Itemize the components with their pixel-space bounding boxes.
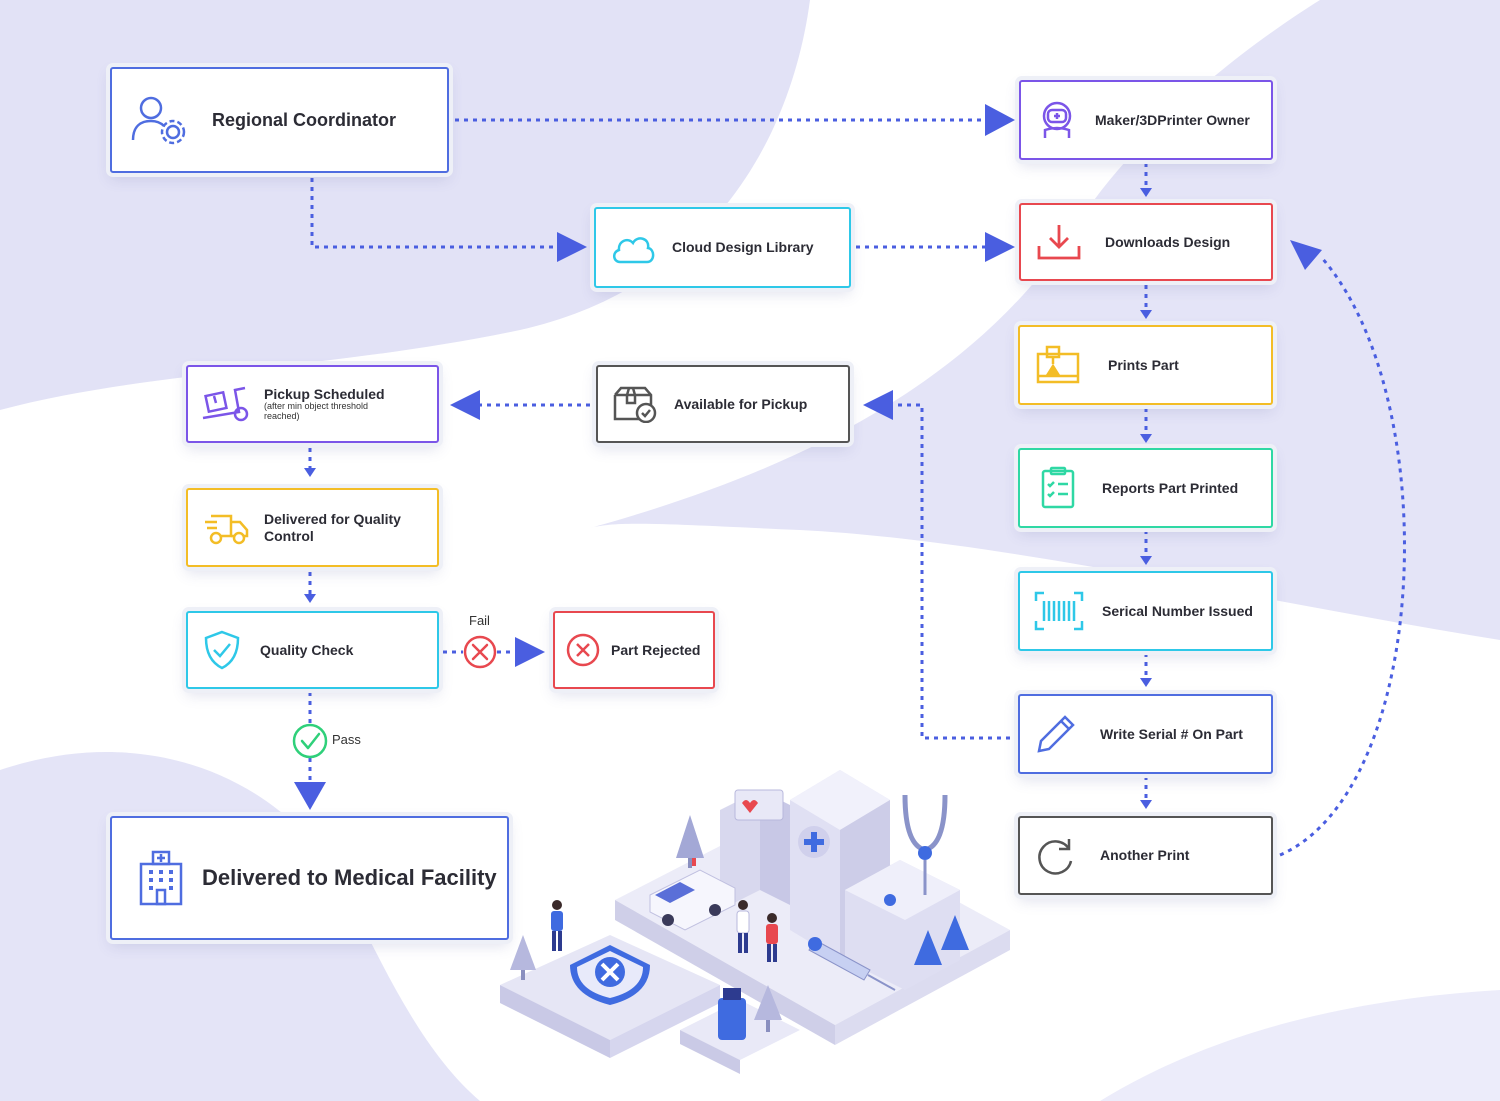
fail-label: Fail xyxy=(469,613,490,628)
serial-number-issued-label: Serical Number Issued xyxy=(1102,602,1253,619)
quality-check-node[interactable]: Quality Check xyxy=(186,611,439,689)
fail-x-icon xyxy=(463,635,497,669)
arrowhead-to-delivered-qc xyxy=(304,468,316,477)
people xyxy=(551,900,778,962)
available-for-pickup-node[interactable]: Available for Pickup xyxy=(596,365,850,443)
pickup-scheduled-node[interactable]: Pickup Scheduled (after min object thres… xyxy=(186,365,439,443)
hand-truck-icon xyxy=(200,386,252,422)
download-icon xyxy=(1035,222,1083,262)
arrowhead-to-medical xyxy=(294,782,326,810)
delivered-to-medical-facility-label: Delivered to Medical Facility xyxy=(202,865,497,891)
arrowhead-to-downloads xyxy=(985,232,1015,262)
arrowhead-to-another xyxy=(1140,800,1152,809)
write-serial-node[interactable]: Write Serial # On Part xyxy=(1018,694,1273,774)
cloud-design-library-node[interactable]: Cloud Design Library xyxy=(594,207,851,288)
robot-icon xyxy=(1035,100,1079,140)
arrowhead-to-available xyxy=(863,390,893,420)
arrowhead-to-downloads-small xyxy=(1140,188,1152,197)
3d-printer-icon xyxy=(1034,344,1082,386)
shield-badge xyxy=(570,945,650,1005)
reports-part-printed-label: Reports Part Printed xyxy=(1102,479,1239,496)
syringe xyxy=(808,937,896,991)
delivered-to-medical-facility-node[interactable]: Delivered to Medical Facility xyxy=(110,816,509,940)
pass-check-icon xyxy=(292,723,328,759)
connector-another-loop xyxy=(1279,257,1406,857)
barcode-icon xyxy=(1034,591,1084,631)
arrowhead-to-rejected xyxy=(515,637,545,667)
bg-blob-bottom-right xyxy=(1100,990,1500,1101)
available-for-pickup-label: Available for Pickup xyxy=(674,395,808,412)
medicine-bottle xyxy=(718,988,746,1040)
reports-part-printed-node[interactable]: Reports Part Printed xyxy=(1018,448,1273,528)
arrowhead-to-maker xyxy=(985,104,1015,136)
delivered-for-quality-control-label: Delivered for Quality Control xyxy=(264,511,401,544)
user-gear-icon xyxy=(128,94,190,146)
regional-coordinator-node[interactable]: Regional Coordinator xyxy=(110,67,449,173)
pickup-scheduled-sublabel: (after min object threshold reached) xyxy=(264,401,369,422)
arrowhead-to-prints xyxy=(1140,310,1152,319)
prints-part-node[interactable]: Prints Part xyxy=(1018,325,1273,405)
connector-write-to-available xyxy=(895,403,1010,740)
arrowhead-to-serial xyxy=(1140,556,1152,565)
pass-label: Pass xyxy=(332,732,361,747)
delivery-truck-icon xyxy=(202,510,250,546)
clipboard-checklist-icon xyxy=(1038,466,1078,510)
serial-number-issued-node[interactable]: Serical Number Issued xyxy=(1018,571,1273,651)
write-serial-label: Write Serial # On Part xyxy=(1100,725,1243,742)
arrowhead-to-reports xyxy=(1140,434,1152,443)
cloud-design-library-label: Cloud Design Library xyxy=(672,239,814,256)
arrowhead-to-quality xyxy=(304,594,316,603)
pen-icon xyxy=(1034,713,1078,755)
another-print-node[interactable]: Another Print xyxy=(1018,816,1273,895)
arrowhead-to-pickup xyxy=(450,390,480,420)
box-check-icon xyxy=(612,385,658,423)
downloads-design-node[interactable]: Downloads Design xyxy=(1019,203,1273,281)
regional-coordinator-label: Regional Coordinator xyxy=(212,109,396,130)
redo-arrow-icon xyxy=(1034,835,1078,877)
delivered-for-quality-control-node[interactable]: Delivered for Quality Control xyxy=(186,488,439,567)
shield-check-icon xyxy=(202,630,242,670)
part-rejected-node[interactable]: Part Rejected xyxy=(553,611,715,689)
another-print-label: Another Print xyxy=(1100,847,1190,864)
maker-owner-label: Maker/3DPrinter Owner xyxy=(1095,111,1250,128)
pickup-scheduled-text: Pickup Scheduled (after min object thres… xyxy=(264,386,404,422)
trees xyxy=(510,815,969,1032)
arrowhead-to-cloud xyxy=(557,232,587,262)
pickup-scheduled-label: Pickup Scheduled xyxy=(264,386,385,403)
quality-check-label: Quality Check xyxy=(260,641,354,658)
downloads-design-label: Downloads Design xyxy=(1105,233,1231,250)
part-rejected-label: Part Rejected xyxy=(611,641,701,658)
cloud-icon xyxy=(610,231,656,265)
hospital-building-icon xyxy=(136,850,186,906)
arrowhead-loop-to-downloads xyxy=(1290,240,1322,270)
x-circle-icon xyxy=(565,633,601,667)
maker-owner-node[interactable]: Maker/3DPrinter Owner xyxy=(1019,80,1273,160)
arrowhead-to-write xyxy=(1140,678,1152,687)
prints-part-label: Prints Part xyxy=(1108,356,1179,373)
ambulance xyxy=(649,858,736,931)
